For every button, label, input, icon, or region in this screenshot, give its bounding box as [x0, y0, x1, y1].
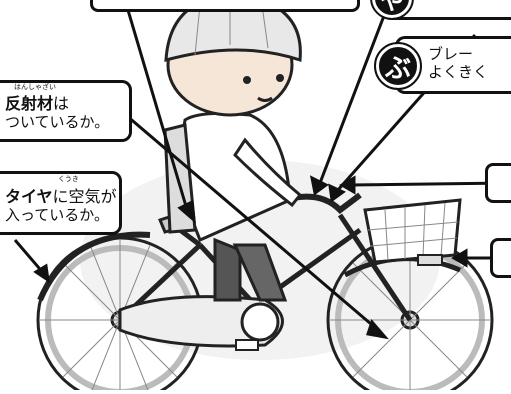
- brake-line2: よくきく: [428, 63, 489, 81]
- tire-furigana: くうき: [58, 175, 79, 183]
- reflector-furigana: はんしゃざい: [14, 83, 56, 91]
- brake-badge-icon: ぶ: [374, 42, 422, 90]
- tire-air: 空気: [68, 187, 101, 206]
- tire-keyword: タイヤ: [5, 187, 53, 206]
- tire-line1: タイヤに空気が: [5, 188, 119, 206]
- reflector-line2: ついているか。: [5, 113, 110, 131]
- reflector-particle: は: [53, 94, 70, 113]
- tire-particle: に: [52, 187, 69, 206]
- reflector-callout: 反射材は ついているか。: [0, 80, 132, 142]
- light-callout-stub: [490, 238, 511, 278]
- front-basket: [363, 198, 462, 264]
- top-left-bar: [90, 0, 360, 12]
- brake-line1: ブレー: [428, 45, 474, 63]
- reflector-line1: 反射材は: [5, 95, 129, 113]
- tire-ga: が: [100, 187, 117, 206]
- handle-callout-stub: [485, 163, 511, 203]
- child: [163, 0, 303, 302]
- tire-callout: タイヤに空気が 入っているか。: [0, 171, 122, 235]
- reflector-keyword: 反射材: [5, 94, 54, 113]
- tire-line2: 入っているか。: [5, 206, 109, 224]
